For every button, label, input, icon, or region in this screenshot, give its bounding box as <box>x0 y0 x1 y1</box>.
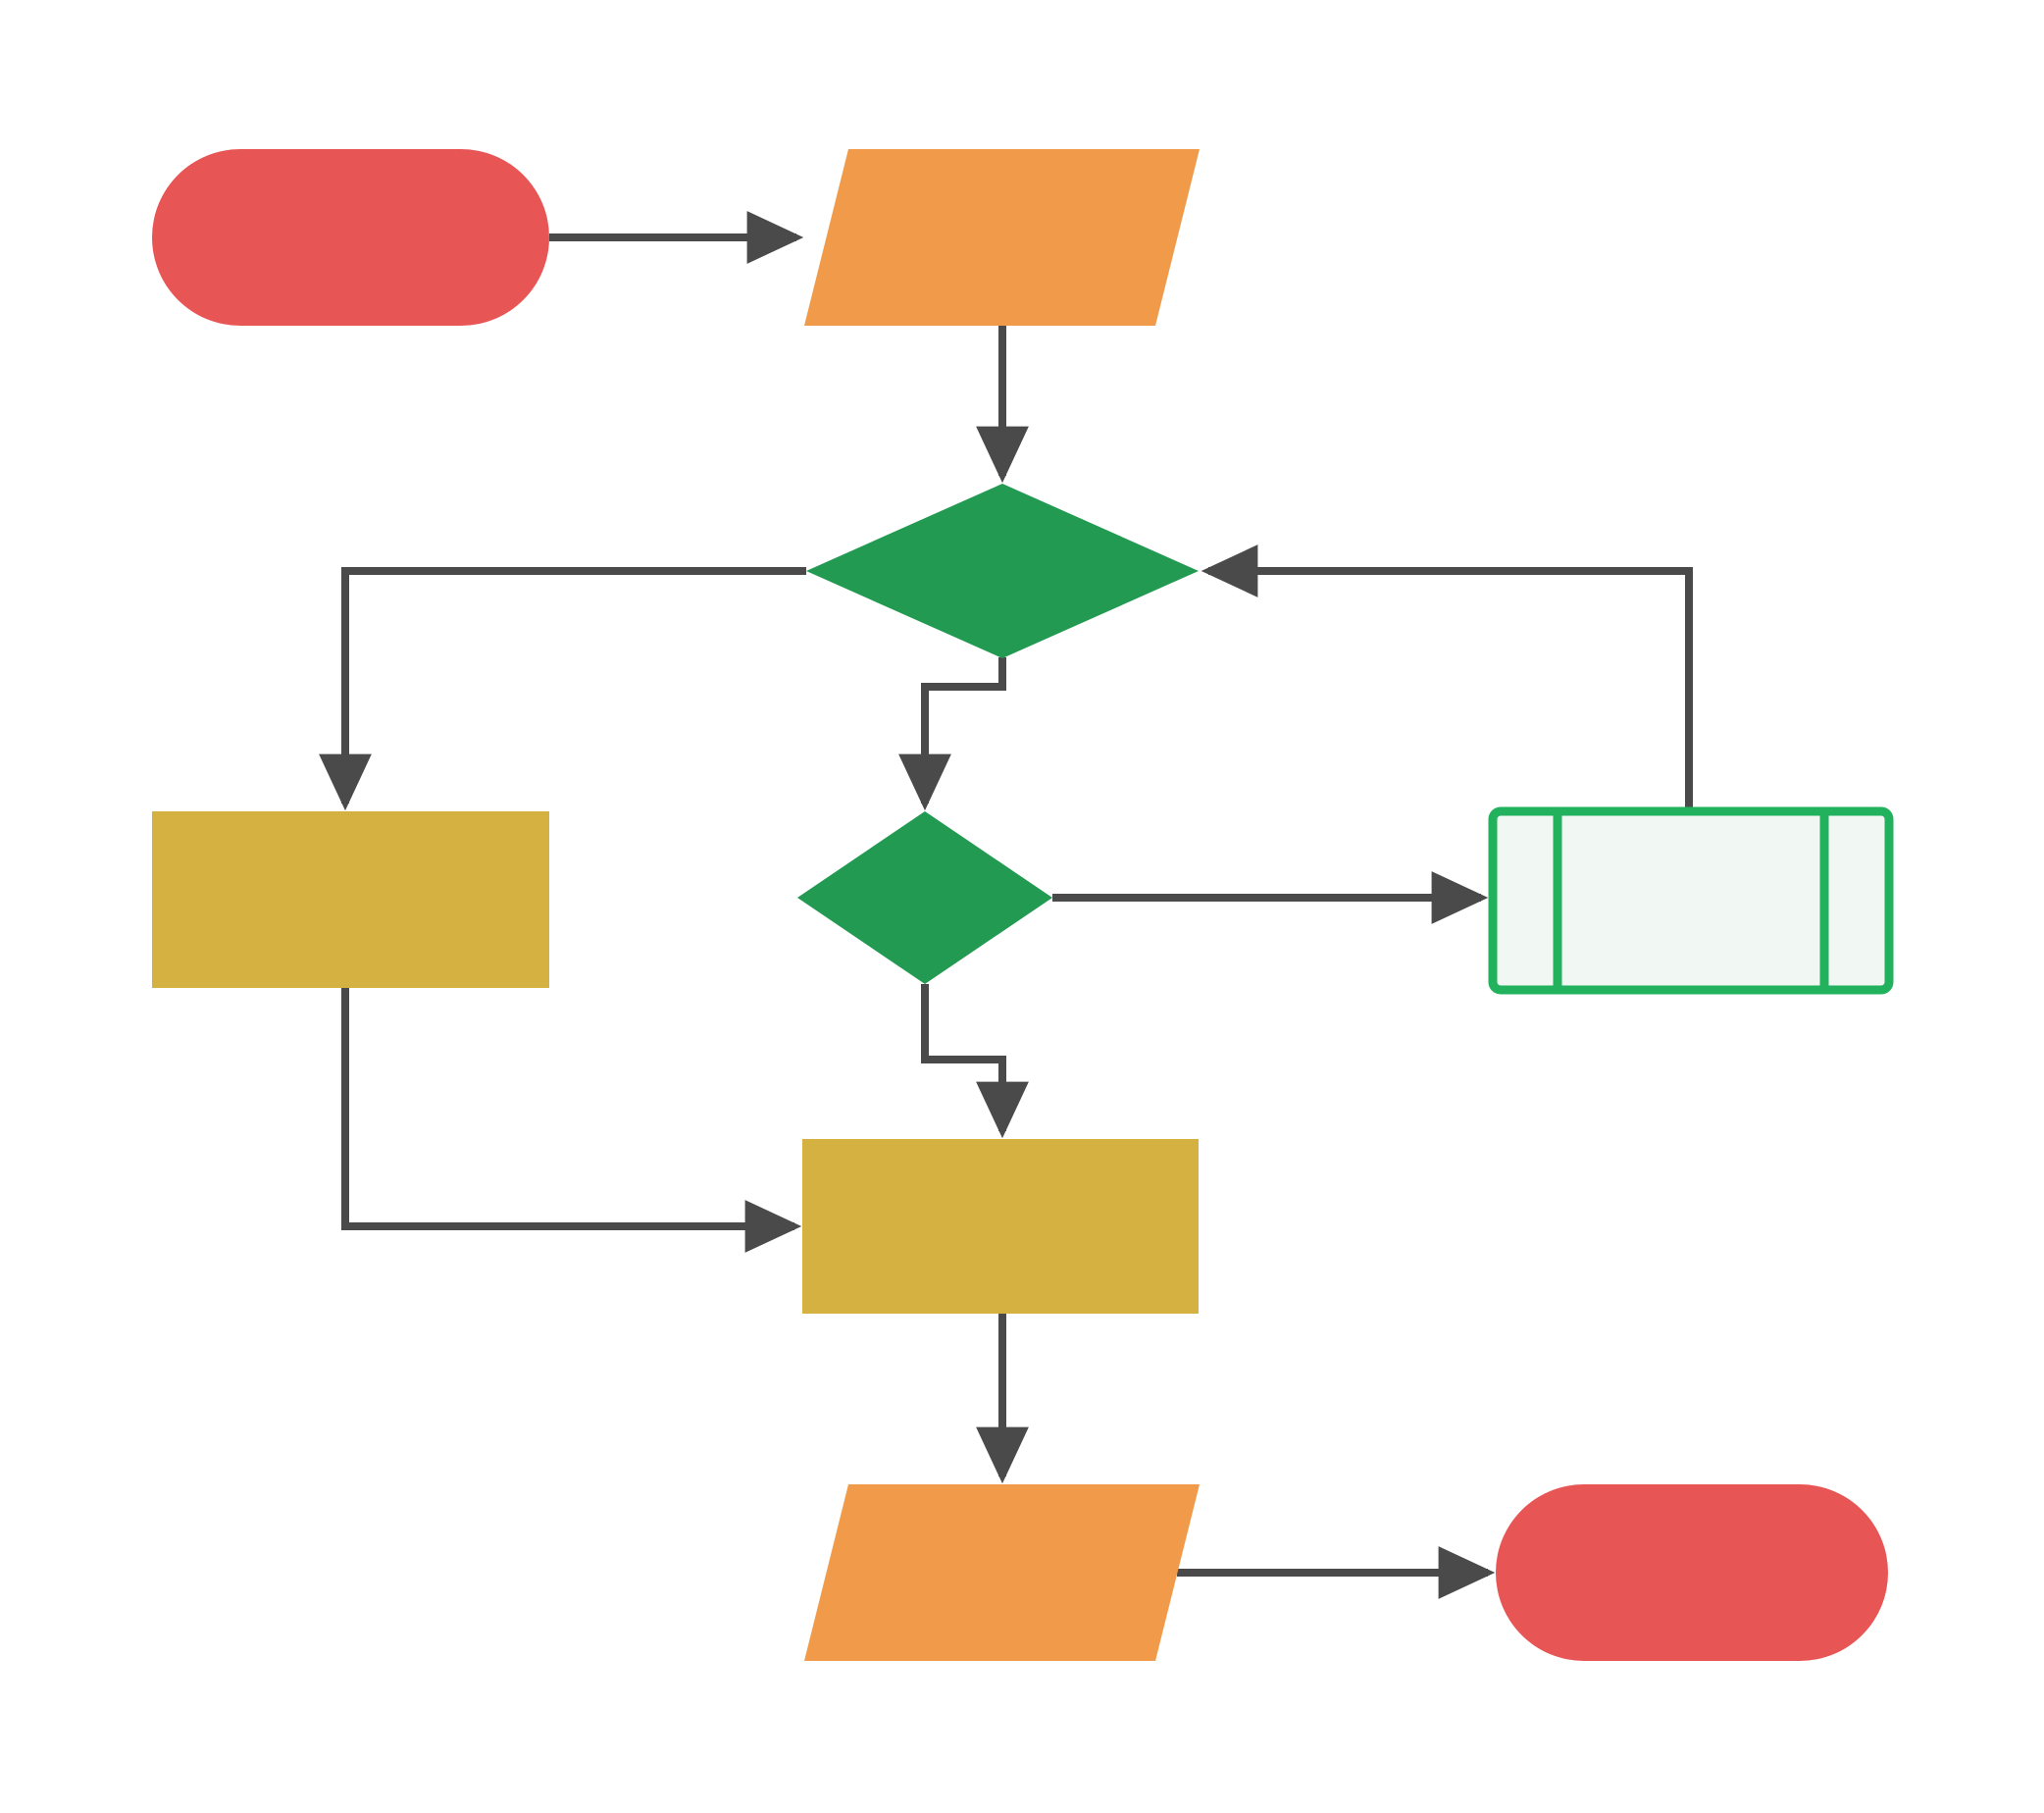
edge-layer <box>319 211 1693 1599</box>
edge-decision2-to-process-main <box>921 984 1029 1139</box>
node-output-data[interactable] <box>804 1484 1200 1661</box>
start-terminator-shape[interactable] <box>152 149 549 326</box>
node-subroutine[interactable] <box>1488 806 1894 995</box>
decision-2-shape[interactable] <box>797 811 1052 984</box>
process-left-shape[interactable] <box>152 811 549 988</box>
node-start-terminator[interactable] <box>152 149 549 326</box>
node-end-terminator[interactable] <box>1496 1484 1888 1661</box>
subroutine-outer-shape[interactable] <box>1488 806 1894 995</box>
node-input-data[interactable] <box>804 149 1200 326</box>
node-decision-2[interactable] <box>797 811 1052 984</box>
edge-decision1-to-process-left <box>319 567 806 811</box>
decision-1-shape[interactable] <box>806 484 1199 658</box>
edge-decision1-to-decision2 <box>898 657 1006 811</box>
output-data-shape[interactable] <box>804 1484 1200 1661</box>
end-terminator-shape[interactable] <box>1496 1484 1888 1661</box>
edge-process-left-to-process-main <box>341 988 802 1253</box>
node-process-left[interactable] <box>152 811 549 988</box>
node-process-main[interactable] <box>802 1139 1199 1314</box>
process-main-shape[interactable] <box>802 1139 1199 1314</box>
edge-subroutine-to-decision1-loopback <box>1201 544 1693 807</box>
input-data-shape[interactable] <box>804 149 1200 326</box>
node-decision-1[interactable] <box>806 484 1199 658</box>
